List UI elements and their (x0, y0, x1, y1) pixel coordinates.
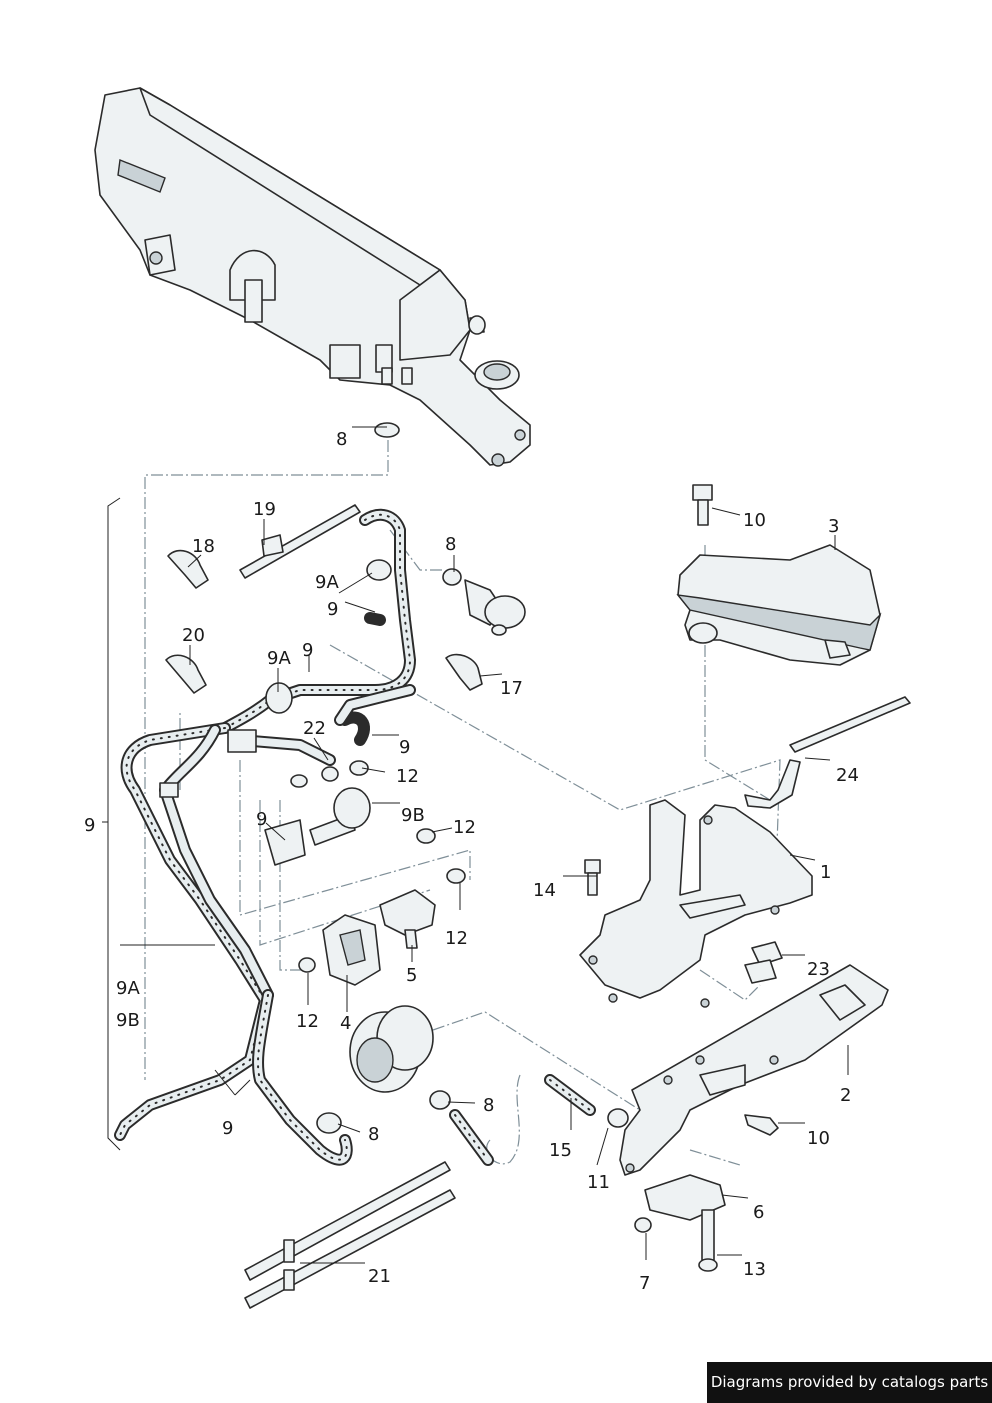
callout-23: 23 (807, 959, 830, 980)
callout-9-y-piece: 9 (256, 809, 268, 830)
callout-9-lower: 9 (222, 1118, 234, 1139)
callout-9B: 9B (401, 805, 425, 826)
callout-5: 5 (406, 965, 418, 986)
cable-tie-right (744, 696, 911, 809)
callout-17: 17 (500, 678, 523, 699)
credit-banner: Diagrams provided by catalogs parts (707, 1362, 992, 1403)
callout-12-right: 12 (453, 817, 476, 838)
callout-7: 7 (639, 1273, 651, 1294)
callout-9-middle: 9 (302, 640, 314, 661)
callout-21: 21 (368, 1266, 391, 1287)
callout-8-lower-left: 8 (368, 1124, 380, 1145)
support-plate (619, 964, 889, 1176)
mounting-bracket (579, 799, 813, 1008)
callout-18: 18 (192, 536, 215, 557)
callout-9-upper: 9 (327, 599, 339, 620)
callout-2: 2 (840, 1085, 852, 1106)
callout-13: 13 (743, 1259, 766, 1280)
callout-3: 3 (828, 516, 840, 537)
pressure-sensor (634, 1174, 726, 1272)
callout-9A-upper: 9A (315, 572, 339, 593)
callout-1: 1 (820, 862, 832, 883)
vacuum-hoses (114, 508, 596, 1166)
callout-9-group: 9 (84, 815, 96, 836)
callout-8-lower-right: 8 (483, 1095, 495, 1116)
callout-8-valve-clamp: 8 (445, 534, 457, 555)
callout-8-manifold-clamp: 8 (336, 429, 348, 450)
callout-12-upper: 12 (396, 766, 419, 787)
cable-ties-bottom (244, 1161, 456, 1309)
callout-6: 6 (753, 1202, 765, 1223)
callout-10-lower: 10 (807, 1128, 830, 1149)
callout-4: 4 (340, 1013, 352, 1034)
control-unit (676, 484, 882, 666)
callout-9B-side: 9B (116, 1010, 140, 1031)
callout-9A-side: 9A (116, 978, 140, 999)
callout-9A-middle: 9A (267, 648, 291, 669)
callout-9-right: 9 (399, 737, 411, 758)
fittings (159, 422, 629, 1134)
callout-10-upper: 10 (743, 510, 766, 531)
connector-block (744, 941, 783, 984)
callout-20: 20 (182, 625, 205, 646)
callout-22: 22 (303, 718, 326, 739)
assembly-lines (144, 440, 781, 1166)
group-bracket (102, 497, 121, 1151)
callout-19: 19 (253, 499, 276, 520)
callout-14: 14 (533, 880, 556, 901)
intake-manifold (94, 87, 531, 467)
callout-12-valve: 12 (445, 928, 468, 949)
callout-12-lower: 12 (296, 1011, 319, 1032)
callout-15: 15 (549, 1140, 572, 1161)
callout-11: 11 (587, 1172, 610, 1193)
callout-24: 24 (836, 765, 859, 786)
leader-lines (120, 426, 849, 1264)
